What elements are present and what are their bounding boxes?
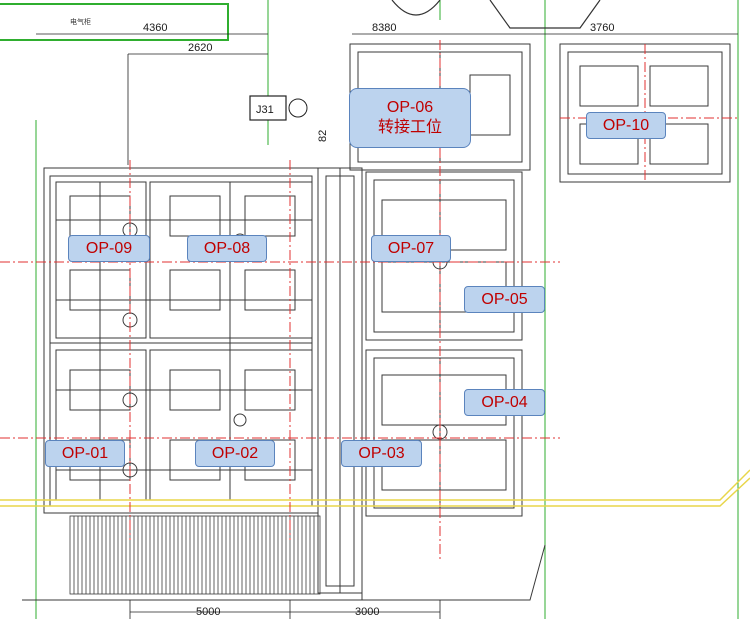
- station-op-02-text: OP-02: [211, 444, 259, 462]
- dim-8380: 8380: [372, 22, 396, 34]
- station-op-08-text: OP-08: [203, 239, 251, 257]
- machine-block-right: [365, 171, 523, 517]
- dim-2620: 2620: [188, 42, 212, 54]
- bottom-grating: [69, 515, 321, 595]
- top-note-text: 电气柜: [70, 17, 91, 26]
- dimension-lines-top: [36, 33, 738, 165]
- yellow-boundary: [0, 469, 750, 507]
- station-op-09: OP-09: [68, 235, 150, 262]
- grid-lines: [35, 0, 739, 619]
- center-rail: [317, 167, 363, 594]
- dim-3760: 3760: [590, 22, 614, 34]
- electrical-cabinet-outline: 电气柜: [0, 3, 229, 41]
- dim-82: 82: [317, 130, 329, 142]
- marker-j31: J31: [249, 95, 308, 121]
- station-op-08: OP-08: [187, 235, 267, 262]
- svg-text:J31: J31: [256, 104, 274, 116]
- station-op-06: OP-06 转接工位: [349, 88, 471, 148]
- station-op-06-subtitle: 转接工位: [377, 119, 442, 136]
- station-op-10-text: OP-10: [602, 116, 650, 134]
- station-op-06-text: OP-06: [386, 99, 434, 116]
- dim-3000: 3000: [355, 606, 379, 618]
- station-op-04: OP-04: [464, 389, 545, 416]
- building-outline: [22, 505, 546, 601]
- station-op-04-text: OP-04: [481, 393, 528, 411]
- dim-4360: 4360: [143, 22, 167, 34]
- station-op-07-text: OP-07: [387, 239, 435, 257]
- dimension-lines-bottom: [129, 600, 441, 619]
- station-op-05-text: OP-05: [481, 290, 528, 308]
- top-circles: [391, 0, 601, 29]
- station-op-02: OP-02: [195, 440, 275, 467]
- station-op-01-text: OP-01: [61, 444, 109, 462]
- station-op-07: OP-07: [371, 235, 451, 262]
- dim-5000: 5000: [196, 606, 220, 618]
- station-op-03: OP-03: [341, 440, 422, 467]
- station-op-10: OP-10: [586, 112, 666, 139]
- station-op-05: OP-05: [464, 286, 545, 313]
- station-op-09-text: OP-09: [85, 239, 133, 257]
- station-op-03-text: OP-03: [358, 444, 405, 462]
- station-op-01: OP-01: [45, 440, 125, 467]
